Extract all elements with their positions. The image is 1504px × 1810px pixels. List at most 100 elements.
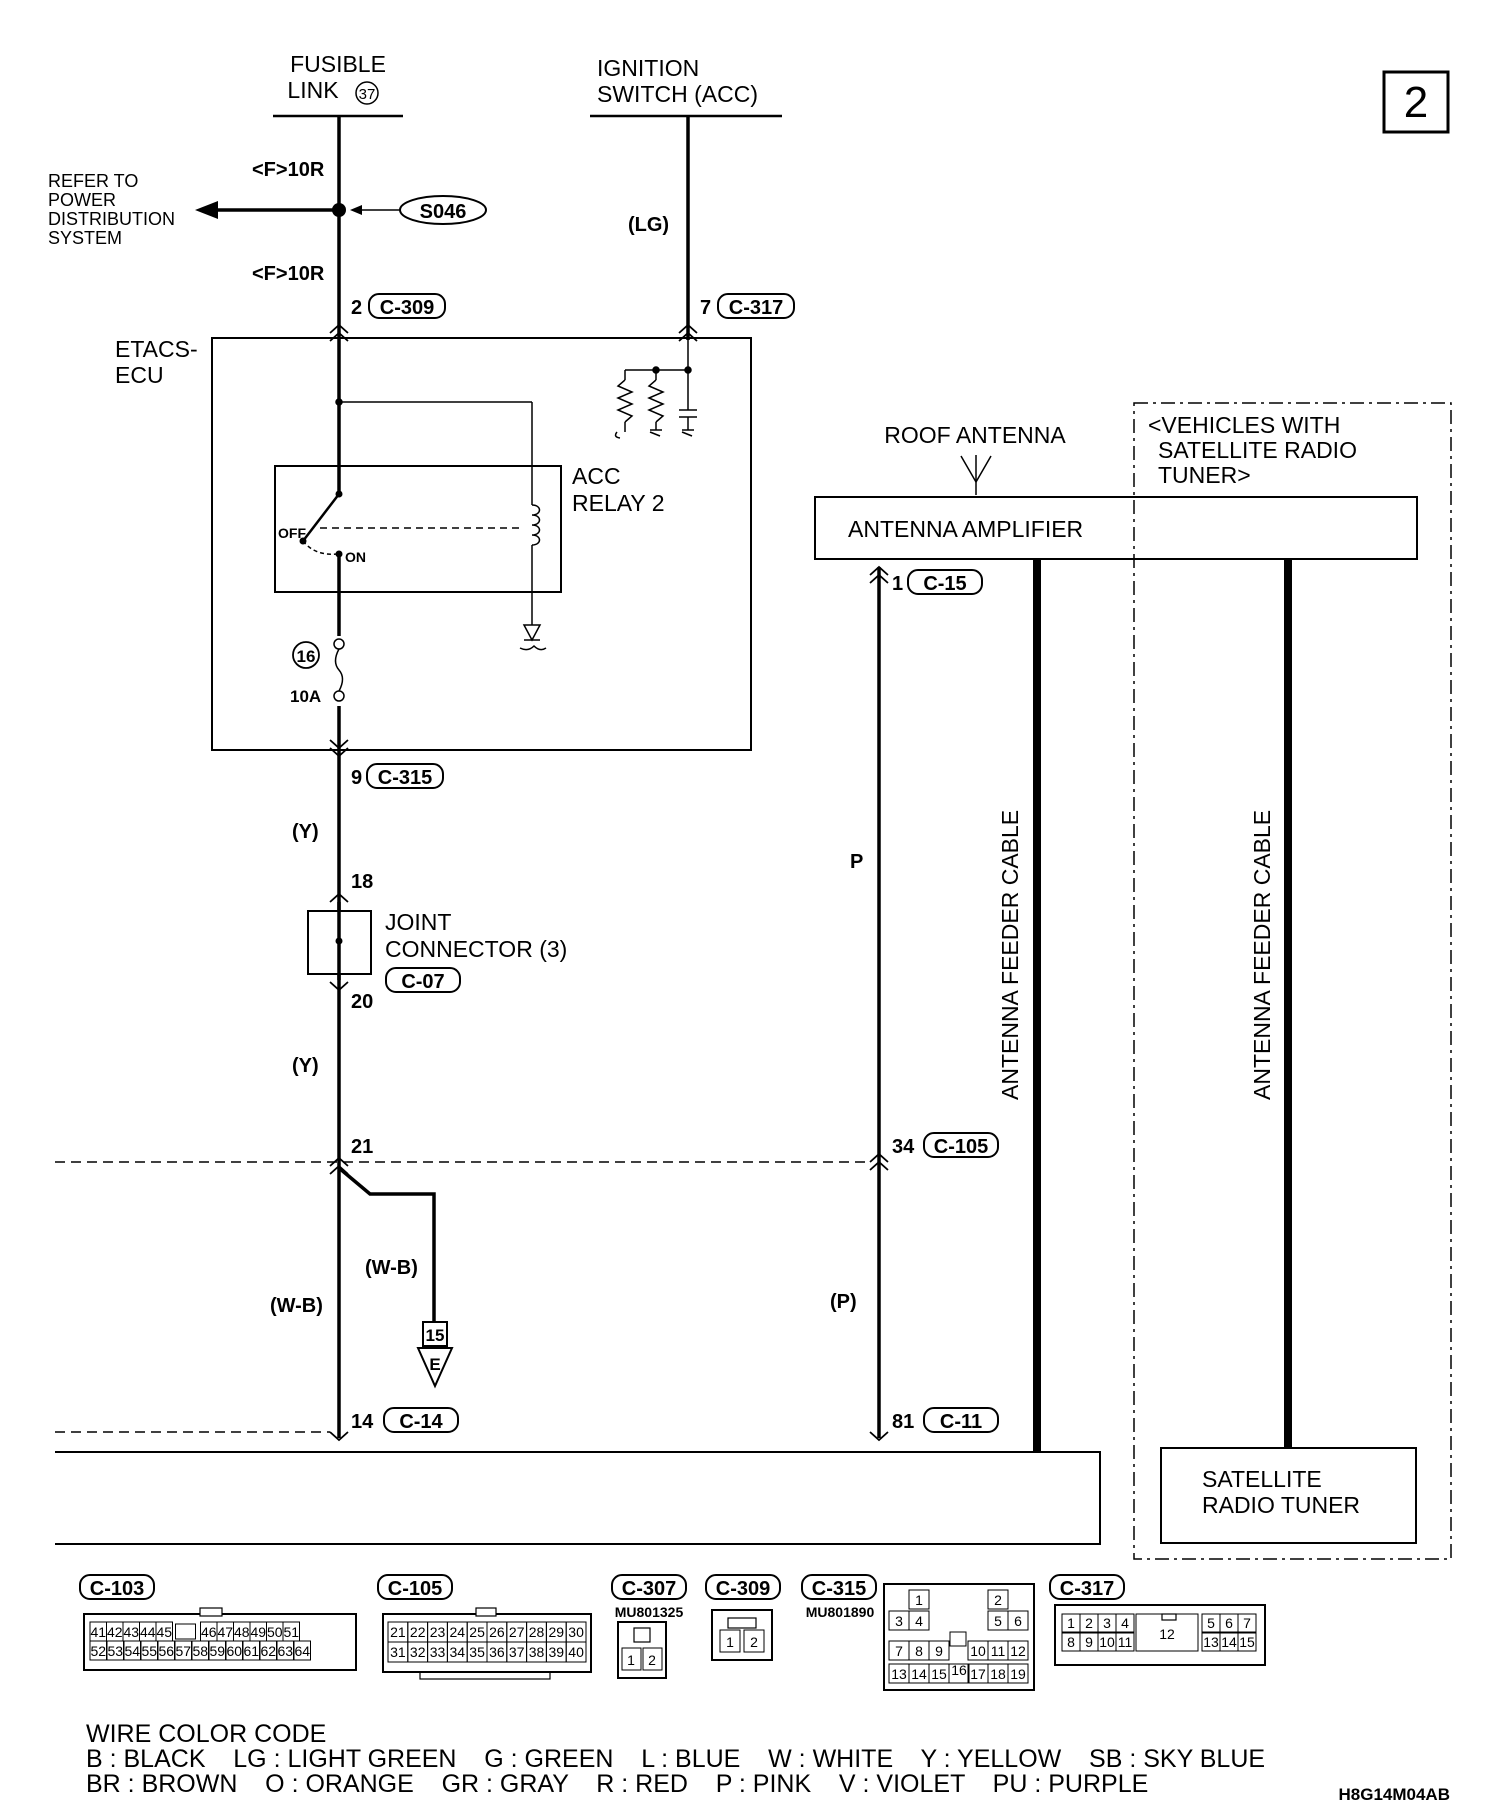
ignition-switch-label-2: SWITCH (ACC) (597, 81, 758, 107)
relay-label-2: RELAY 2 (572, 490, 664, 516)
ground-branch: (W-B) 15 E (337, 1166, 454, 1389)
pin-number: 19 (1010, 1666, 1026, 1682)
fusible-link-number: 37 (359, 86, 376, 103)
roof-antenna: ROOF ANTENNA (884, 422, 1066, 495)
svg-text:C-105: C-105 (934, 1136, 988, 1158)
fuse-16: 16 10A (290, 636, 346, 706)
pin-number: 38 (529, 1644, 545, 1660)
svg-text:DISTRIBUTION: DISTRIBUTION (48, 209, 175, 229)
satellite-option-box (1133, 402, 1452, 1560)
svg-text:7: 7 (700, 297, 711, 319)
pullup-network (614, 340, 697, 439)
wire-color-line1: B : BLACK LG : LIGHT GREEN G : GREEN L :… (86, 1745, 1265, 1773)
pin-number: 37 (509, 1644, 525, 1660)
pin-number: 47 (217, 1624, 233, 1640)
pin-number: 5 (1207, 1615, 1215, 1631)
svg-text:C-317: C-317 (729, 297, 783, 319)
c307-part-number: MU801325 (615, 1604, 684, 1620)
relay-label-1: ACC (572, 463, 621, 489)
c315-name: C-315 (812, 1578, 866, 1600)
svg-text:20: 20 (351, 991, 373, 1013)
page-number: 2 (1404, 78, 1428, 127)
svg-text:C-11: C-11 (940, 1411, 982, 1433)
pin-number: 42 (107, 1624, 123, 1640)
c105-outline (377, 1574, 453, 1600)
pin-number: 35 (469, 1644, 485, 1660)
wire-label-wb-left: (W-B) (270, 1295, 323, 1317)
pin-number: 39 (549, 1644, 565, 1660)
svg-text:18: 18 (351, 871, 373, 893)
c309-outline (705, 1574, 781, 1600)
svg-text:SATELLITE: SATELLITE (1202, 1466, 1322, 1492)
pin-number: 57 (175, 1643, 191, 1659)
svg-text:C-309: C-309 (380, 297, 434, 319)
pin-number: 33 (430, 1644, 446, 1660)
c317-outline (1049, 1574, 1125, 1600)
pin-21: 21 (351, 1136, 373, 1158)
svg-text:1: 1 (892, 573, 903, 595)
svg-text:C-15: C-15 (923, 573, 966, 595)
pin-c309: 2 C-309 (351, 293, 446, 319)
pin-number: 23 (430, 1624, 446, 1640)
pin-number: 2 (648, 1652, 656, 1668)
wire-label-f10r-top: <F>10R (252, 159, 325, 181)
pin-number: 12 (1010, 1643, 1026, 1659)
pin-number: 9 (1085, 1634, 1093, 1650)
pin-number: 31 (390, 1644, 406, 1660)
pin-number: 40 (568, 1644, 584, 1660)
pin-number: 3 (895, 1613, 903, 1629)
roof-antenna-label: ROOF ANTENNA (884, 422, 1066, 448)
joint-label-2: CONNECTOR (3) (385, 936, 567, 962)
relay-feed (335, 398, 547, 651)
acc-relay-2: ACC RELAY 2 OFF ON (274, 463, 664, 593)
pin-number: 8 (1067, 1634, 1075, 1650)
pin-number: 60 (226, 1643, 242, 1659)
pin-c317: 7 C-317 (700, 293, 795, 319)
splice-label: S046 (420, 201, 467, 223)
pin-number: 14 (1221, 1634, 1237, 1650)
relay-on: ON (345, 549, 366, 565)
satellite-radio-tuner: SATELLITE RADIO TUNER (1160, 1447, 1417, 1544)
pin-number: 48 (234, 1624, 250, 1640)
pin-number: 2 (1085, 1615, 1093, 1631)
fusible-link-number-circle (355, 81, 379, 105)
pin-number: 13 (891, 1666, 907, 1682)
pin-number: 2 (994, 1592, 1002, 1608)
wire-label-f10r-bottom: <F>10R (252, 263, 325, 285)
c103-outline (79, 1574, 155, 1600)
pin-number: 62 (260, 1643, 276, 1659)
svg-text:81: 81 (892, 1411, 914, 1433)
refer-to-note: REFER TO POWER DISTRIBUTION SYSTEM (48, 171, 175, 248)
pin-number: 24 (450, 1624, 466, 1640)
pin-number: 15 (1239, 1634, 1255, 1650)
wire-label-y-upper: (Y) (292, 821, 319, 843)
pin-number: 51 (283, 1624, 299, 1640)
svg-text:<VEHICLES WITH: <VEHICLES WITH (1148, 412, 1340, 438)
pin-number: 4 (1121, 1615, 1129, 1631)
c309-name: C-309 (716, 1578, 770, 1600)
svg-text:C-07: C-07 (401, 971, 444, 993)
pin-number: 59 (209, 1643, 225, 1659)
svg-text:C-315: C-315 (378, 767, 432, 789)
pin-number: 64 (294, 1643, 310, 1659)
etacs-ecu-label-1: ETACS- (115, 336, 198, 362)
svg-text:34: 34 (892, 1136, 915, 1158)
pin-number: 21 (390, 1624, 406, 1640)
c307-name: C-307 (622, 1578, 676, 1600)
pin-number: 3 (1103, 1615, 1111, 1631)
pin-number: 7 (895, 1643, 903, 1659)
pin-c14: 14 C-14 (351, 1407, 459, 1433)
pin-number: 49 (250, 1624, 266, 1640)
feeder-cable-1-label: ANTENNA FEEDER CABLE (997, 810, 1023, 1100)
wire-color-line2: BR : BROWN O : ORANGE GR : GRAY R : RED … (86, 1770, 1148, 1798)
main-power-wire (195, 116, 346, 1438)
etacs-ecu: ETACS- ECU (115, 336, 752, 751)
ignition-switch-source: IGNITION SWITCH (ACC) (590, 55, 782, 118)
wire-label-p-upper: P (850, 851, 863, 873)
pin-number: 22 (410, 1624, 426, 1640)
c307-outline (611, 1574, 687, 1600)
svg-text:C-14: C-14 (399, 1411, 443, 1433)
c317-name: C-317 (1060, 1578, 1114, 1600)
wire-label-lg: (LG) (628, 214, 669, 236)
feeder-cable-2-label: ANTENNA FEEDER CABLE (1249, 810, 1275, 1100)
